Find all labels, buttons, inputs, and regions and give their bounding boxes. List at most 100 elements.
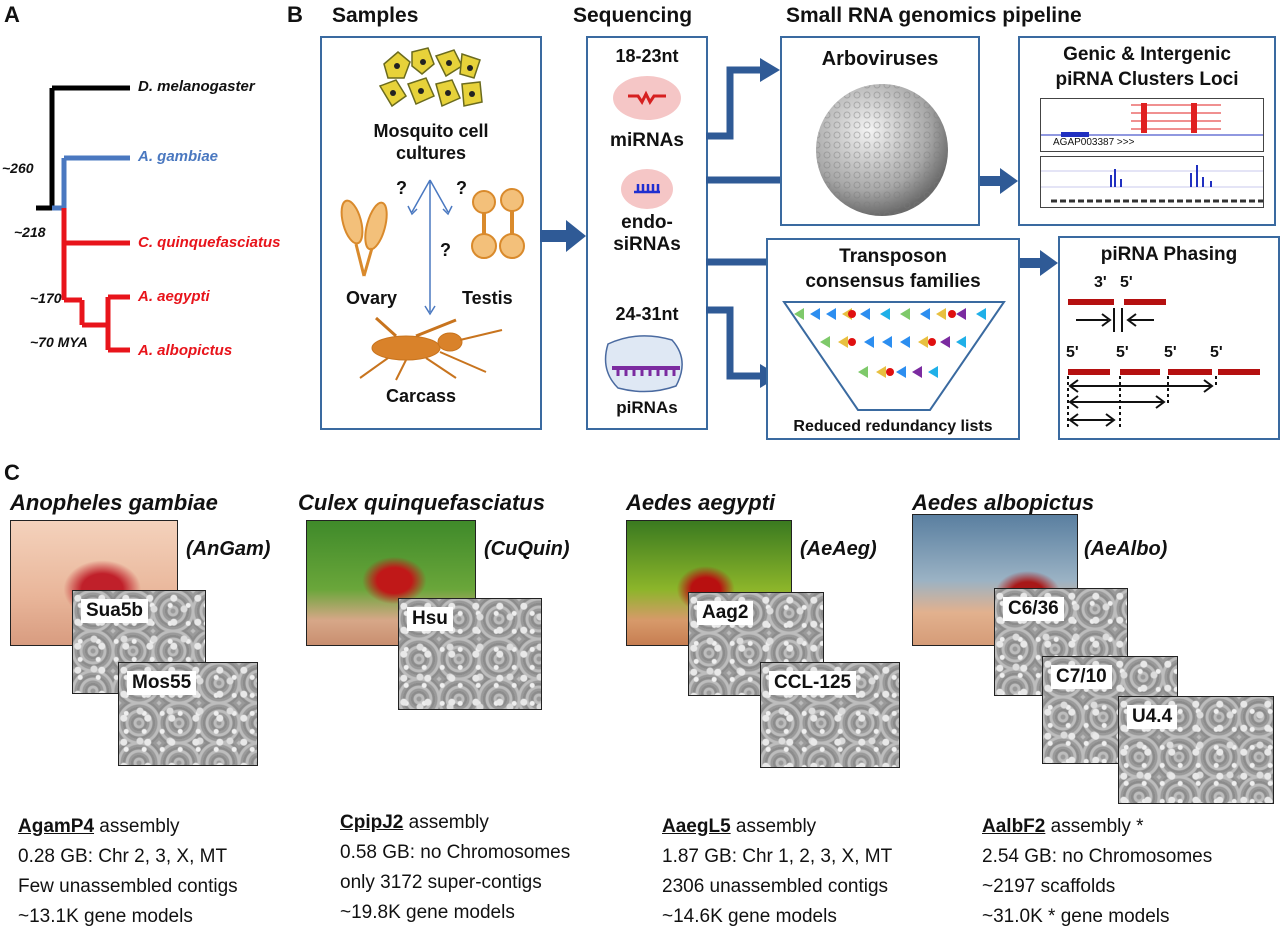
pipeline-header: Small RNA genomics pipeline xyxy=(786,4,1082,27)
assembly-suffix: assembly xyxy=(403,812,489,833)
cell-line-label: U4.4 xyxy=(1127,705,1178,729)
cell-line-label: CCL-125 xyxy=(769,671,857,695)
virus-particle-icon xyxy=(816,84,948,216)
tree-node-1: ~218 xyxy=(14,224,46,240)
assembly-line: ~31.0K * gene models xyxy=(982,906,1170,927)
assembly-info-1: CpipJ2 assembly 0.58 GB: no Chromosomes … xyxy=(340,808,570,928)
endosirnas-label: endo- siRNAs xyxy=(613,212,681,255)
assembly-line: 2.54 GB: no Chromosomes xyxy=(982,846,1213,867)
transposon-title: Transposon consensus families xyxy=(805,246,981,292)
tree-node-3: ~70 MYA xyxy=(30,334,88,350)
phasing-five-prime-2: 5' xyxy=(1116,344,1129,361)
transposon-funnel xyxy=(782,301,1006,411)
assembly-name: AaegL5 xyxy=(662,816,731,837)
genome-track-lower xyxy=(1040,156,1264,208)
species-abbr-0: (AnGam) xyxy=(186,538,271,560)
tree-node-0: ~260 xyxy=(2,160,34,176)
cell-line-label: Sua5b xyxy=(81,599,149,623)
pirna-complex-icon xyxy=(604,335,683,393)
panel-label-c: C xyxy=(4,460,20,485)
tree-species-1: A. gambiae xyxy=(138,148,219,165)
assembly-name: AgamP4 xyxy=(18,816,95,837)
assembly-line: 2306 unassembled contigs xyxy=(662,876,889,897)
assembly-name: AalbF2 xyxy=(982,816,1046,837)
cell-cultures-icon xyxy=(378,47,483,108)
phasing-title: piRNA Phasing xyxy=(1100,244,1238,265)
cell-cultures-label: Mosquito cell cultures xyxy=(373,121,489,163)
assembly-info-0: AgamP4 assembly 0.28 GB: Chr 2, 3, X, MT… xyxy=(18,812,238,932)
arboviruses-label: Arboviruses xyxy=(821,48,939,70)
phylogenetic-tree xyxy=(36,85,130,353)
assembly-line: 1.87 GB: Chr 1, 2, 3, X, MT xyxy=(662,846,893,867)
tree-species-2: C. quinquefasciatus xyxy=(138,234,281,251)
sequencing-header: Sequencing xyxy=(573,4,693,27)
clusters-title: Genic & Intergenic piRNA Clusters Loci xyxy=(1055,44,1239,90)
transposon-caption: Reduced redundancy lists xyxy=(793,418,993,435)
carcass-label: Carcass xyxy=(386,386,457,406)
assembly-line: 0.28 GB: Chr 2, 3, X, MT xyxy=(18,846,228,867)
large-length-label: 24-31nt xyxy=(615,304,679,324)
assembly-line: ~19.8K gene models xyxy=(340,902,515,923)
question-mark-2: ? xyxy=(456,178,467,198)
tree-node-2: ~170 xyxy=(30,290,62,306)
tree-species-0: D. melanogaster xyxy=(138,78,255,95)
ovary-label: Ovary xyxy=(346,288,398,308)
samples-arrows xyxy=(407,179,453,316)
assembly-name: CpipJ2 xyxy=(340,812,404,833)
tree-species-4: A. albopictus xyxy=(138,342,233,359)
species-name-2: Aedes aegypti xyxy=(626,490,776,515)
samples-to-sequencing-arrow xyxy=(540,220,586,252)
question-mark-1: ? xyxy=(396,178,407,198)
phasing-five-prime-3: 5' xyxy=(1164,344,1177,361)
assembly-line: ~2197 scaffolds xyxy=(982,876,1116,897)
transposon-to-phasing-arrow xyxy=(1020,250,1058,276)
phasing-box xyxy=(1058,236,1280,440)
testis-label: Testis xyxy=(462,288,513,308)
pirnas-label: piRNAs xyxy=(616,398,678,417)
phasing-five-prime-top: 5' xyxy=(1120,274,1133,291)
arbovirus-to-clusters-arrow xyxy=(980,168,1018,194)
phasing-diagram xyxy=(1067,299,1260,430)
cell-line-label: C7/10 xyxy=(1051,665,1112,689)
samples-header: Samples xyxy=(332,4,419,27)
assembly-line: only 3172 super-contigs xyxy=(340,872,542,893)
phasing-five-prime-1: 5' xyxy=(1066,344,1079,361)
species-abbr-1: (CuQuin) xyxy=(484,538,570,560)
mirna-icon xyxy=(613,76,681,120)
cell-line-label: Aag2 xyxy=(697,601,754,625)
phasing-three-prime: 3' xyxy=(1094,274,1107,291)
cell-line-label: Mos55 xyxy=(127,671,197,695)
mirnas-label: miRNAs xyxy=(610,130,684,151)
phasing-five-prime-4: 5' xyxy=(1210,344,1223,361)
ovary-icon xyxy=(340,199,388,277)
assembly-suffix: assembly * xyxy=(1045,816,1144,837)
cell-line-label: Hsu xyxy=(407,607,453,631)
assembly-info-2: AaegL5 assembly 1.87 GB: Chr 1, 2, 3, X,… xyxy=(662,812,892,932)
assembly-suffix: assembly xyxy=(730,816,817,837)
cell-line-label: C6/36 xyxy=(1003,597,1064,621)
panel-label-a: A xyxy=(4,2,20,27)
species-name-3: Aedes albopictus xyxy=(912,490,1095,515)
species-name-0: Anopheles gambiae xyxy=(10,490,218,515)
testis-icon xyxy=(471,188,525,259)
cell-image-mos55: Mos55 xyxy=(118,662,258,766)
tree-species-3: A. aegypti xyxy=(138,288,210,305)
small-length-label: 18-23nt xyxy=(615,46,679,66)
assembly-line: ~14.6K gene models xyxy=(662,906,837,927)
genome-track-upper: AGAP003387 >>> xyxy=(1040,98,1264,152)
species-name-1: Culex quinquefasciatus xyxy=(298,490,545,515)
cell-image-ccl125: CCL-125 xyxy=(760,662,900,768)
assembly-line: ~13.1K gene models xyxy=(18,906,193,927)
panel-label-b: B xyxy=(287,2,303,27)
assembly-suffix: assembly xyxy=(94,816,180,837)
cell-image-u44: U4.4 xyxy=(1118,696,1274,804)
assembly-line: 0.58 GB: no Chromosomes xyxy=(340,842,571,863)
sequencing-to-pipeline-arrows xyxy=(706,58,780,388)
locus-label: AGAP003387 >>> xyxy=(1053,137,1135,148)
species-abbr-3: (AeAlbo) xyxy=(1084,538,1168,560)
carcass-mosquito-icon xyxy=(359,316,503,381)
assembly-line: Few unassembled contigs xyxy=(18,876,238,897)
species-abbr-2: (AeAeg) xyxy=(800,538,877,560)
assembly-info-3: AalbF2 assembly * 2.54 GB: no Chromosome… xyxy=(982,812,1212,932)
cell-image-hsu: Hsu xyxy=(398,598,542,710)
